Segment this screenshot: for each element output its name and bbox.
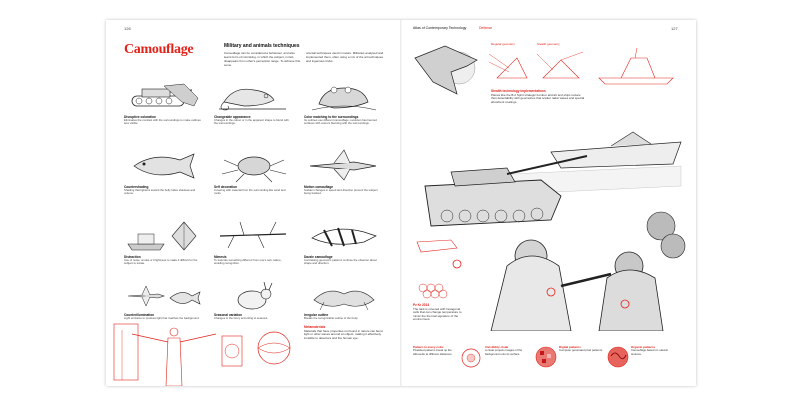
camouflage-cell: Self decoration Covering with material f… [214, 146, 292, 196]
hare-illustration [237, 282, 273, 310]
note-body: Materials that have properties not found… [304, 328, 383, 340]
organic-pattern-swatch [607, 346, 629, 368]
note-heading: Organic patterns [631, 345, 656, 349]
invisibility-note: Invisibility cloak A cloak projects imag… [485, 345, 531, 356]
note-body: Computer generated pixel patterns. [559, 348, 603, 353]
camouflage-cell: Countershading Shading that lightens tow… [124, 146, 202, 196]
stealth-geometry-label: Stealth geometry [537, 42, 560, 46]
stick-insect-illustration [219, 221, 287, 249]
section-name: Defense [479, 26, 493, 30]
fish-illustration [133, 153, 195, 179]
page-title: Camouflage [124, 42, 194, 57]
caption-body: To look like something different from on… [214, 258, 282, 266]
caption-body: Light emission to produce light that mat… [124, 316, 200, 320]
book-spread: 126 Camouflage Military and animals tech… [106, 20, 696, 386]
note-heading: Stealth technology implementations [491, 89, 546, 93]
caption-heading: Mimesis [214, 255, 227, 259]
ship-and-moth-illustration [127, 221, 197, 251]
pattern-note: Pattern in every color Pixelated pattern… [413, 345, 459, 356]
camouflage-cell: Dazzle camouflage Contrasting geometric … [304, 216, 382, 266]
book-gutter [400, 20, 402, 386]
airplane-and-fish-illustration [127, 285, 201, 307]
note-heading: Metamaterials [304, 325, 326, 329]
caption-body: Its outlines use different camouflage; e… [304, 118, 377, 126]
caption-heading: Seasonal variation [214, 313, 243, 317]
battle-scene-illustration [416, 131, 686, 331]
caption-body: Changes in the livery according to seaso… [214, 316, 269, 320]
note-body: Pixelated patterns break up the silhouet… [413, 348, 453, 356]
caption-heading: Counterillumination [124, 313, 155, 317]
stealth-bomber-illustration [414, 45, 478, 95]
camouflage-cell: Seasonal variation Changes in the livery… [214, 282, 292, 320]
digital-patterns-note: Digital patterns Computer generated pixe… [559, 345, 605, 353]
regular-geometry-label: Regular geometry [491, 42, 515, 46]
caption-body: Shading that lightens toward the belly h… [124, 188, 196, 196]
pattern-swatch [461, 348, 481, 368]
camouflage-cell: Irregular outline Breaks the recognizabl… [304, 282, 382, 320]
metamaterials-illustration [113, 323, 291, 386]
caption-body: Breaks the recognizable outline of the b… [304, 316, 359, 320]
caption-body: Use of noise, smoke or brightness to mak… [124, 258, 198, 266]
stealth-ship-diagram [598, 47, 674, 85]
note-body: Planes like the B-2 Spirit strategic bom… [491, 92, 585, 104]
right-page-number: 127 [671, 26, 678, 31]
left-page-number: 126 [124, 26, 131, 31]
camouflage-cell: Color matching to the surroundings Its o… [304, 76, 382, 126]
note-heading: Digital patterns [559, 345, 581, 349]
jet-illustration [309, 149, 377, 181]
tank-note: Pz Kr 2014 The tank is covered with hexa… [413, 303, 465, 322]
caption-heading: Countershading [124, 185, 149, 189]
note-heading: Invisibility cloak [485, 345, 509, 349]
caption-heading: Disruptive coloration [124, 115, 156, 119]
note-body: Camouflage based on natural textures. [631, 348, 668, 356]
frog-illustration [311, 86, 377, 111]
running-header: Atlas of Contemporary Technology [413, 26, 467, 30]
caption-heading: Distraction [124, 255, 141, 259]
organic-patterns-note: Organic patterns Camouflage based on nat… [631, 345, 677, 356]
note-body: A cloak projects images of the backgroun… [485, 348, 523, 356]
camouflage-cell: Motion camouflage Sudden changes in spee… [304, 146, 382, 196]
intro-text-2: oriental techniques used in nature. Mili… [306, 51, 384, 63]
camouflage-cell: Mimesis To look like something different… [214, 216, 292, 266]
camouflage-cell: Disruptive coloration Eliminates the con… [124, 76, 202, 126]
leaf-insect-illustration [313, 290, 375, 311]
dazzle-illustration [311, 227, 377, 247]
caption-heading: Color matching to the surroundings [304, 115, 359, 119]
note-body: The tank is covered with hexagonal cells… [413, 306, 462, 322]
caption-body: Sudden changes in speed and direction pr… [304, 188, 378, 196]
caption-body: Covering with material from the surround… [214, 188, 286, 196]
camouflage-cell: Distraction Use of noise, smoke or brigh… [124, 216, 202, 266]
intro-text-1: Camouflage can be considered a behaviour… [224, 51, 301, 67]
caption-heading: Self decoration [214, 185, 238, 189]
caption-heading: Changeable appearance [214, 115, 251, 119]
radar-geometry-diagram [488, 51, 584, 79]
note-heading: Pattern in every color [413, 345, 444, 349]
caption-heading: Irregular outline [304, 313, 329, 317]
tank-illustration [131, 83, 199, 107]
left-page: 126 Camouflage Military and animals tech… [106, 20, 401, 386]
camouflage-cell: Counterillumination Light emission to pr… [124, 282, 202, 320]
crab-illustration [221, 156, 287, 183]
note-heading: Pz Kr 2014 [413, 303, 430, 307]
caption-body: Eliminates the contrast with the surroun… [124, 118, 201, 126]
caption-heading: Dazzle camouflage [304, 255, 333, 259]
right-page: Atlas of Contemporary Technology Defense… [401, 20, 696, 386]
digital-pattern-swatch [535, 346, 557, 368]
caption-body: Changes in the colour or in the apparent… [214, 118, 289, 126]
caption-body: Contrasting geometric patterns confuse t… [304, 258, 377, 266]
caption-heading: Motion camouflage [304, 185, 334, 189]
chameleon-illustration [219, 88, 286, 111]
camouflage-cell: Changeable appearance Changes in the col… [214, 76, 292, 126]
metamaterials-note: Metamaterials Materials that have proper… [304, 325, 388, 340]
stealth-note: Stealth technology implementations Plane… [491, 89, 585, 104]
page-subtitle: Military and animals techniques [224, 43, 300, 49]
